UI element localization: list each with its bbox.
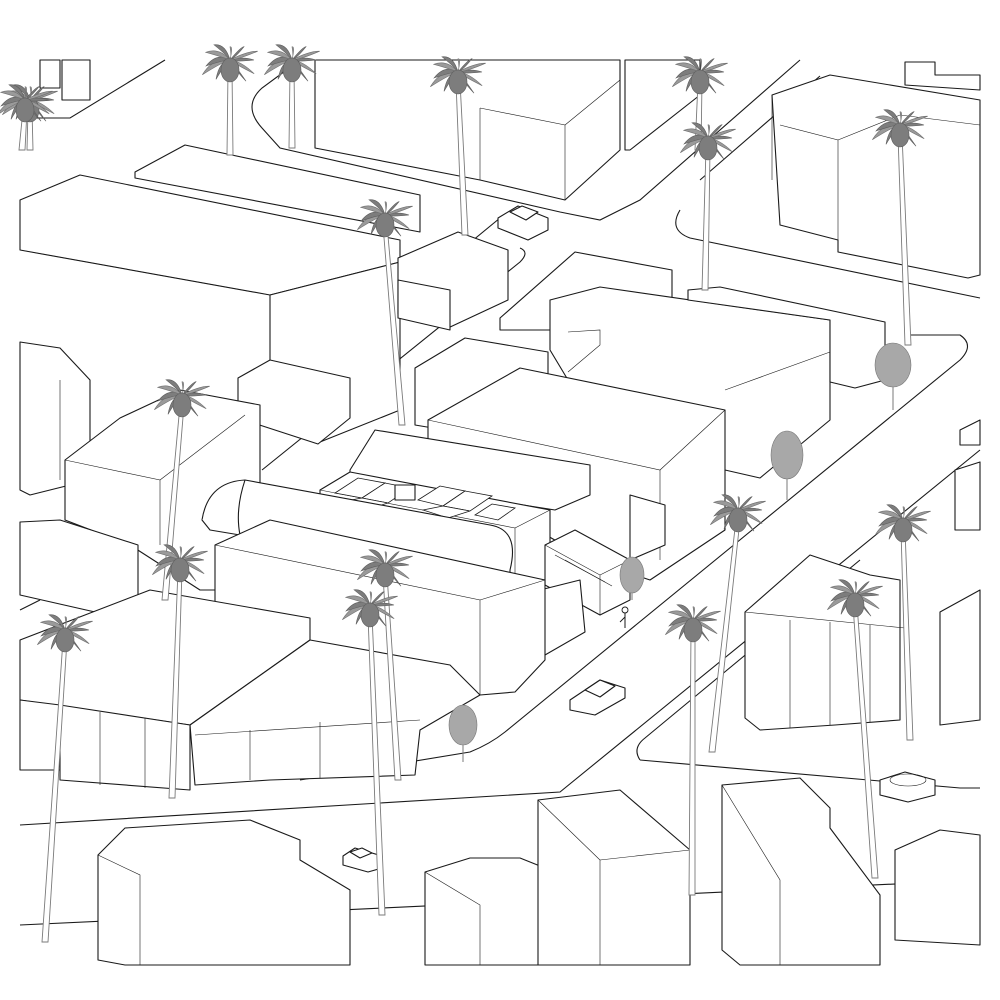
building [771,74,981,279]
avenue-curb [299,334,969,781]
palm-tree [875,504,931,741]
vehicles [342,205,936,873]
shrub-tree [770,430,804,500]
shrub-tree [448,704,478,762]
solar-panel [473,503,517,521]
building [19,699,61,771]
car [497,205,549,241]
palm-tree [202,44,258,156]
palm-trees [0,44,931,943]
building [959,419,981,446]
palm-tree [342,589,398,916]
foreground-buildings [97,777,981,966]
pedestrian-figure [619,606,629,628]
building [189,639,481,786]
car [569,679,626,716]
palm-tree [0,84,53,151]
palm-tree [152,544,208,799]
building [894,829,981,946]
building [687,286,886,389]
building [954,461,981,531]
center-block [201,251,886,696]
palm-tree [827,579,883,879]
back-buildings [19,59,981,613]
building [134,144,421,233]
palm-tree [357,549,413,781]
palm-tree [665,604,721,896]
shrub-tree [619,556,645,600]
curb-line [639,759,980,789]
solar-panel-array [333,477,517,521]
building [61,59,91,101]
building [939,589,981,726]
palm-tree [357,199,413,426]
building [537,789,691,966]
curb-line [251,59,801,221]
building [97,819,351,966]
palm-tree [264,44,320,149]
building [744,554,901,731]
building [397,279,451,331]
curb-line [19,599,41,611]
building [629,494,666,561]
roof-hatch [394,484,416,501]
curb-line [636,559,861,761]
building [549,286,831,479]
palm-tree [672,56,728,151]
car [342,847,383,873]
front-left-block [19,589,481,791]
palm-tree [680,122,736,291]
building [314,59,621,201]
palm-tree [430,56,486,236]
annex-entry [539,579,586,656]
cross-street-curb [261,247,526,471]
car [879,771,936,803]
palm-tree [708,494,766,753]
curb-line [675,209,981,299]
shrub-tree [874,342,912,410]
palm-tree [37,614,93,943]
avenue-curb [19,449,981,826]
building [721,777,881,966]
palm-tree [872,109,928,346]
shrub-trees [448,342,912,762]
building [904,61,981,91]
building [39,59,61,89]
